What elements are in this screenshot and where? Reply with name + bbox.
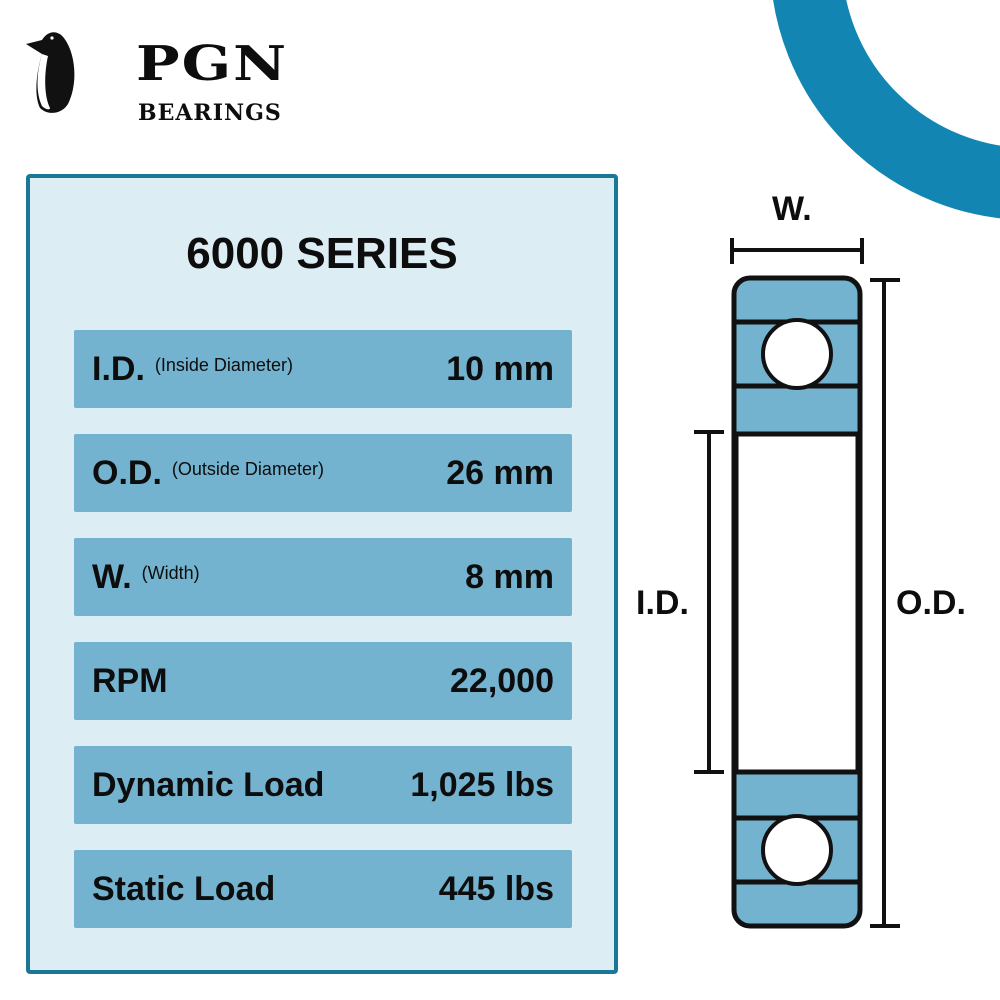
spec-value: 22,000 — [450, 661, 554, 700]
spec-row-width: W. (Width) 8 mm — [74, 538, 572, 616]
penguin-icon — [26, 32, 75, 113]
inner-diameter-label: I.D. — [636, 584, 689, 622]
spec-value: 8 mm — [465, 557, 554, 596]
spec-label: Static Load — [92, 869, 276, 908]
brand-logo: PGN BEARINGS — [24, 24, 304, 124]
bearing-diagram: W. I.D. O.D. — [620, 190, 1000, 940]
panel-title: 6000 SERIES — [186, 229, 458, 278]
spec-label: Dynamic Load — [92, 765, 325, 804]
spec-row-outside-diameter: O.D. (Outside Diameter) 26 mm — [74, 434, 572, 512]
spec-row-inside-diameter: I.D. (Inside Diameter) 10 mm — [74, 330, 572, 408]
outer-diameter-label: O.D. — [896, 584, 966, 622]
spec-sublabel: (Width) — [141, 562, 200, 583]
spec-label: O.D. — [92, 453, 162, 492]
spec-value: 26 mm — [446, 453, 554, 492]
spec-sublabel: (Inside Diameter) — [154, 354, 293, 375]
spec-value: 1,025 lbs — [410, 765, 554, 804]
spec-panel: 6000 SERIES I.D. (Inside Diameter) 10 mm… — [26, 174, 618, 974]
spec-sublabel: (Outside Diameter) — [171, 458, 324, 479]
brand-subtitle: BEARINGS — [138, 100, 282, 126]
spec-value: 445 lbs — [438, 869, 554, 908]
spec-label: W. — [92, 557, 132, 596]
spec-row-static-load: Static Load 445 lbs — [74, 850, 572, 928]
spec-value: 10 mm — [446, 349, 554, 388]
spec-label: RPM — [92, 661, 168, 700]
decorative-arc — [770, 0, 1000, 220]
spec-row-rpm: RPM 22,000 — [74, 642, 572, 720]
bearing-cross-section — [694, 238, 900, 929]
brand-name: PGN — [136, 35, 289, 92]
spec-label: I.D. — [92, 349, 145, 388]
width-dimension-label: W. — [772, 190, 812, 228]
spec-row-dynamic-load: Dynamic Load 1,025 lbs — [74, 746, 572, 824]
